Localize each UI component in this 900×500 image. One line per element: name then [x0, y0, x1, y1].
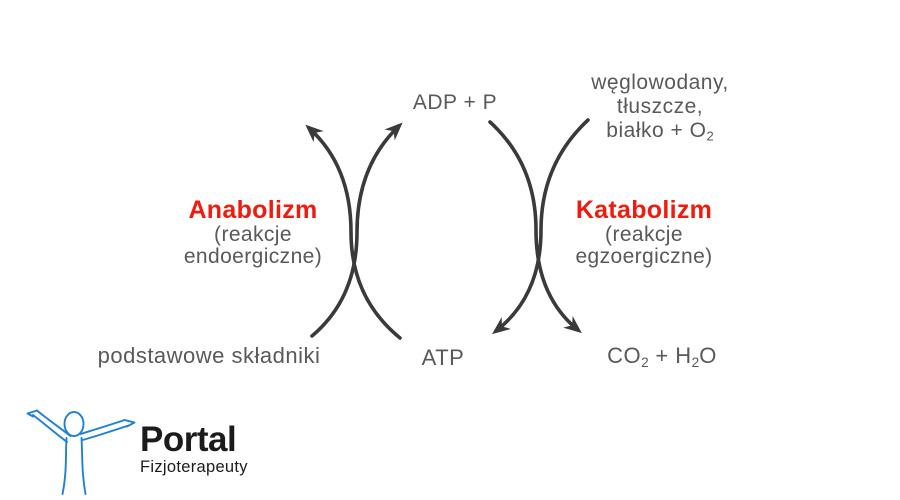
- catabolism-block: Katabolizm (reakcje egzoergiczne): [524, 197, 764, 268]
- atp-label: ATP: [421, 345, 465, 370]
- anabolism-subtitle-line1: (reakcje: [214, 223, 292, 246]
- h2o-subscript: 2: [691, 354, 700, 370]
- substrates-line2: tłuszcze,: [616, 95, 704, 118]
- anabolism-arrows: [305, 122, 403, 340]
- substrates-label: węglowodany, tłuszcze, białko + O2: [591, 71, 729, 149]
- anabolism-block: Anabolizm (reakcje endoergiczne): [133, 197, 373, 268]
- substrates-line1: węglowodany,: [591, 71, 729, 94]
- anabolism-subtitle-line2: endoergiczne): [183, 245, 323, 268]
- co2-subscript: 2: [641, 354, 649, 370]
- oxygen-subscript: 2: [706, 128, 714, 144]
- person-raised-arms-icon: [26, 409, 136, 495]
- catabolism-title: Katabolizm: [575, 196, 713, 224]
- adp-p-label: ADP + P: [412, 91, 498, 114]
- basic-components-label: podstawowe składniki: [97, 343, 321, 368]
- catabolism-subtitle-line1: (reakcje: [605, 223, 683, 246]
- anabolism-title: Anabolizm: [188, 196, 318, 224]
- portal-fizjoterapeuty-logo: Portal Fizjoterapeuty: [24, 408, 248, 496]
- logo-subtitle: Fizjoterapeuty: [140, 458, 248, 476]
- products-label: CO2 + H2O: [607, 343, 717, 370]
- logo-text: Portal Fizjoterapeuty: [140, 420, 248, 477]
- catabolism-subtitle-line2: egzoergiczne): [575, 245, 713, 268]
- logo-brand: Portal: [140, 420, 237, 459]
- catabolism-arrows: [488, 118, 590, 335]
- substrates-line3: białko + O2: [606, 119, 714, 144]
